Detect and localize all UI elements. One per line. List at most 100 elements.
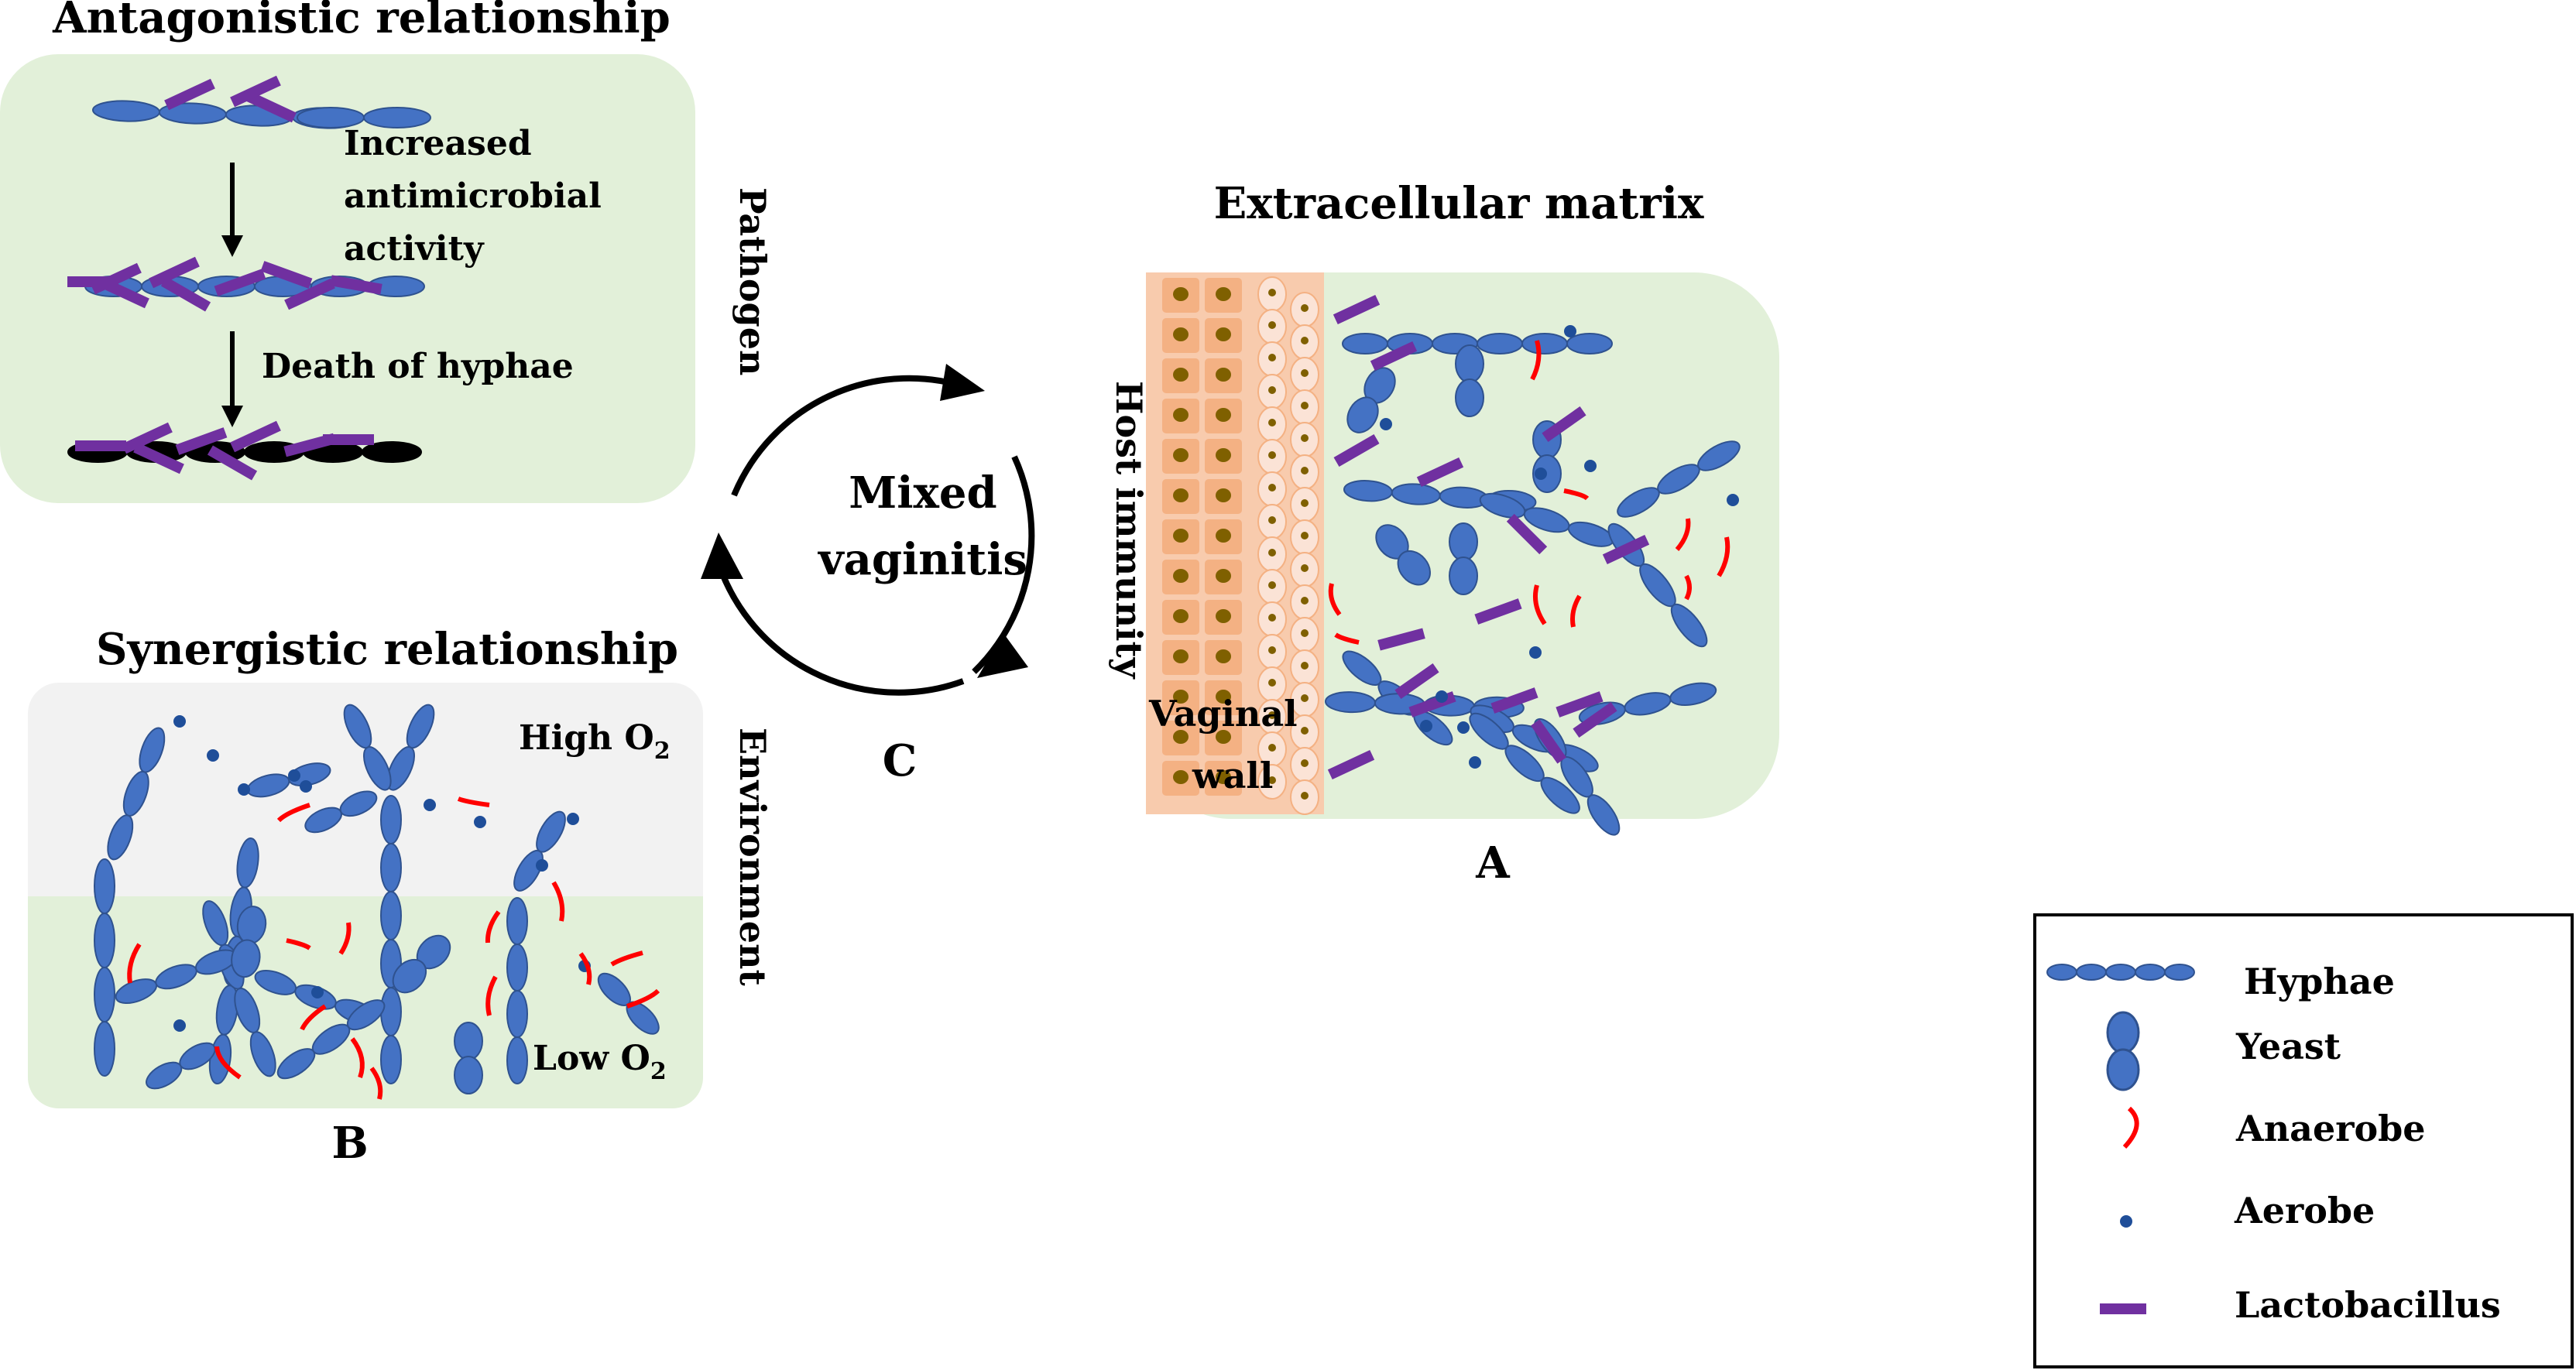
lactobacillus-icon [2100, 1303, 2146, 1314]
hyphae-cell [1521, 333, 1568, 354]
antagonistic-step1-line1: Increased [344, 124, 532, 163]
hyphae-cell [380, 1035, 402, 1084]
hyphae-cell [94, 1021, 115, 1077]
aerobe-dot [173, 1019, 186, 1032]
cell-nucleus [1173, 488, 1189, 502]
cell-nucleus [1301, 467, 1309, 474]
cell-nucleus [1301, 597, 1309, 605]
cell-nucleus [1216, 770, 1231, 784]
hyphae-cell [2046, 964, 2077, 981]
hyphae-cell [2105, 964, 2136, 981]
cell-nucleus [1301, 304, 1309, 312]
anaerobe-arc [1717, 536, 1730, 577]
hyphae-cell [2164, 964, 2195, 981]
hyphae-cell [506, 1036, 528, 1084]
lactobacillus-rod [230, 420, 281, 453]
hyphae-icon [2046, 964, 2195, 981]
cell-nucleus [1268, 614, 1276, 622]
cell-nucleus [1301, 402, 1309, 409]
aerobe-dot [1457, 721, 1470, 734]
cell-nucleus [1268, 549, 1276, 557]
aerobe-dot [238, 783, 250, 796]
hyphae-cell [2135, 964, 2166, 981]
hyphae-cell [339, 790, 378, 817]
antagonistic-panel: Antagonistic relationship Increased anti… [0, 0, 695, 503]
lactobacillus-rod [1531, 719, 1566, 764]
cell-nucleus [1173, 448, 1189, 462]
cell-nucleus [1173, 770, 1189, 784]
antagonistic-step1-line2: antimicrobial [344, 176, 602, 216]
cycle-center-line2: vaginitis [817, 534, 1027, 585]
lactobacillus-rod [260, 261, 313, 289]
lactobacillus-rod [1573, 702, 1617, 738]
legend: Hyphae Yeast Anaerobe Aerobe Lactobacill… [2033, 913, 2574, 1368]
hyphae-cell [1586, 794, 1621, 836]
vaginal-wall-label-line2: wall [1192, 755, 1273, 796]
hyphae-cell [343, 704, 372, 749]
anaerobe-arc [457, 796, 490, 807]
legend-box [2033, 913, 2574, 1368]
lactobacillus-rod [1542, 406, 1586, 442]
arrow-down-icon [221, 163, 243, 257]
anaerobe-arc [350, 1037, 365, 1079]
lactobacillus-rod [284, 278, 335, 310]
high-o2-label: High O2 [519, 718, 671, 765]
anaerobe-arc [485, 975, 498, 1016]
cycle-arc-top [731, 375, 972, 497]
antagonistic-row3-hyphae [67, 420, 422, 481]
anaerobe-arc [551, 881, 565, 922]
hyphae-cell [380, 891, 402, 940]
aerobe-dot [207, 749, 219, 762]
cell-nucleus [1301, 564, 1309, 572]
legend-label-lactobacillus: Lactobacillus [2235, 1284, 2501, 1326]
anaerobe-arc [369, 1067, 383, 1100]
hyphae-cell [94, 967, 115, 1022]
cycle-label-environment: Environment [732, 728, 773, 986]
aerobe-dot [1564, 325, 1576, 337]
cell-nucleus [1268, 581, 1276, 589]
hyphae-cell [536, 810, 566, 853]
lactobacillus-rod [149, 256, 200, 289]
cell-nucleus [1301, 369, 1309, 377]
hyphae-cell [287, 762, 331, 787]
cell-nucleus [1268, 516, 1276, 524]
hyphae-cell [1346, 396, 1379, 433]
panel-b-letter: B [331, 1118, 368, 1169]
synergistic-panel: Synergistic relationship High O2 Low O2 … [28, 624, 703, 1169]
cycle-label-pathogen: Pathogen [732, 187, 773, 375]
hyphae-cell [2076, 964, 2107, 981]
cell-nucleus [1268, 419, 1276, 426]
cell-nucleus [1173, 569, 1189, 583]
anaerobe-arc [1563, 488, 1590, 501]
aerobe-dot [1529, 646, 1542, 659]
arrow-head-icon [940, 364, 985, 401]
lactobacillus-rod [133, 442, 184, 474]
cell-nucleus [1301, 759, 1309, 767]
hyphae-cell [454, 1056, 483, 1094]
cell-nucleus [1268, 711, 1276, 719]
cycle-center-line1: Mixed [849, 468, 996, 519]
cell-nucleus [1216, 488, 1231, 502]
cycle-arc-bottom [713, 554, 965, 696]
lactobacillus-rod [230, 75, 281, 108]
low-oxygen-zone [28, 896, 703, 1108]
cell-nucleus [1268, 354, 1276, 361]
aerobe-dot [311, 986, 324, 998]
cell-nucleus [1173, 730, 1189, 744]
panel-a-letter: A [1475, 837, 1511, 889]
cell-nucleus [1268, 386, 1276, 394]
cell-nucleus [1268, 451, 1276, 459]
hyphae-cell [1697, 440, 1741, 471]
hyphae-cell [94, 913, 115, 968]
aerobe-dot [1535, 468, 1547, 480]
lactobacillus-rod [67, 276, 118, 287]
cell-nucleus [1301, 499, 1309, 507]
hyphae-cell [1342, 333, 1388, 354]
lactobacillus-rod [1556, 691, 1604, 718]
cell-nucleus [1173, 327, 1189, 341]
anaerobe-arc [1570, 594, 1582, 628]
anaerobe-arc [338, 922, 352, 955]
hyphae-cell [392, 958, 427, 994]
hyphae-cell [506, 944, 528, 992]
antagonistic-step1-line3: activity [344, 229, 485, 269]
